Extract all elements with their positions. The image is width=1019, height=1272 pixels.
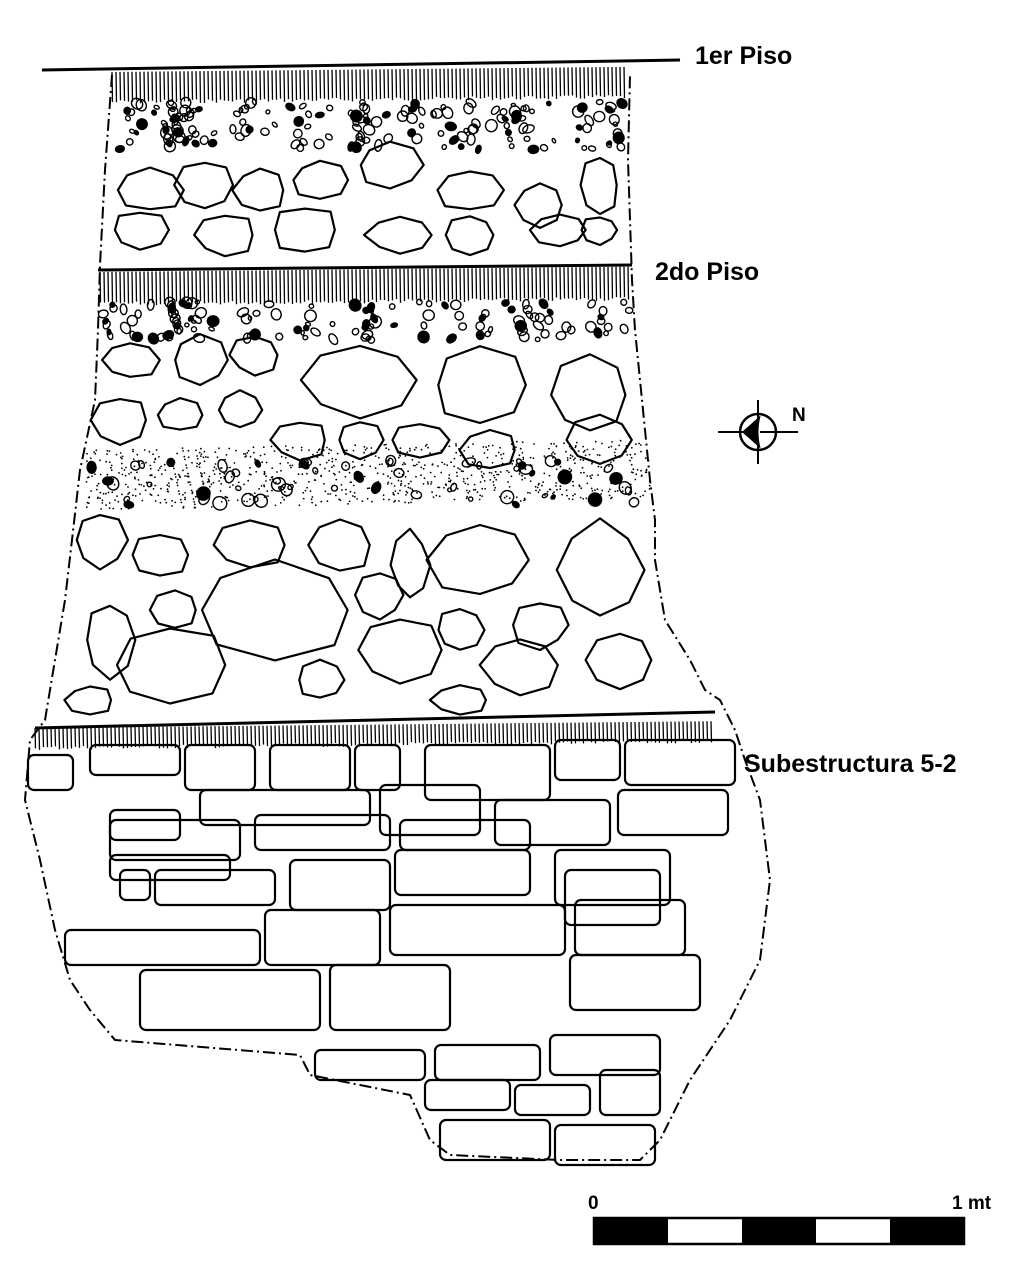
floor1-hatching — [111, 66, 626, 104]
floor2-label: 2do Piso — [655, 258, 760, 286]
sand-layer — [85, 439, 651, 511]
floor1-surface — [41, 58, 681, 72]
floor2-hatching — [99, 266, 630, 306]
north-letter: N — [792, 405, 806, 426]
profile-outline — [23, 74, 772, 1161]
scale-end-label: 1 mt — [952, 1193, 992, 1214]
scale-start-label: 0 — [588, 1193, 599, 1214]
floor2-gravel — [97, 296, 634, 346]
substructure-hatching — [34, 721, 713, 750]
floor2-surface — [97, 263, 633, 272]
substructure-label: Subestructura 5-2 — [744, 750, 957, 778]
floor1-label: 1er Piso — [695, 42, 793, 70]
fill-stones — [63, 140, 653, 716]
floor1-gravel — [114, 96, 628, 155]
north-arrow-icon — [718, 400, 798, 464]
substructure-surface — [34, 710, 716, 730]
scale-bar — [592, 1216, 966, 1246]
masonry-blocks — [26, 738, 737, 1167]
